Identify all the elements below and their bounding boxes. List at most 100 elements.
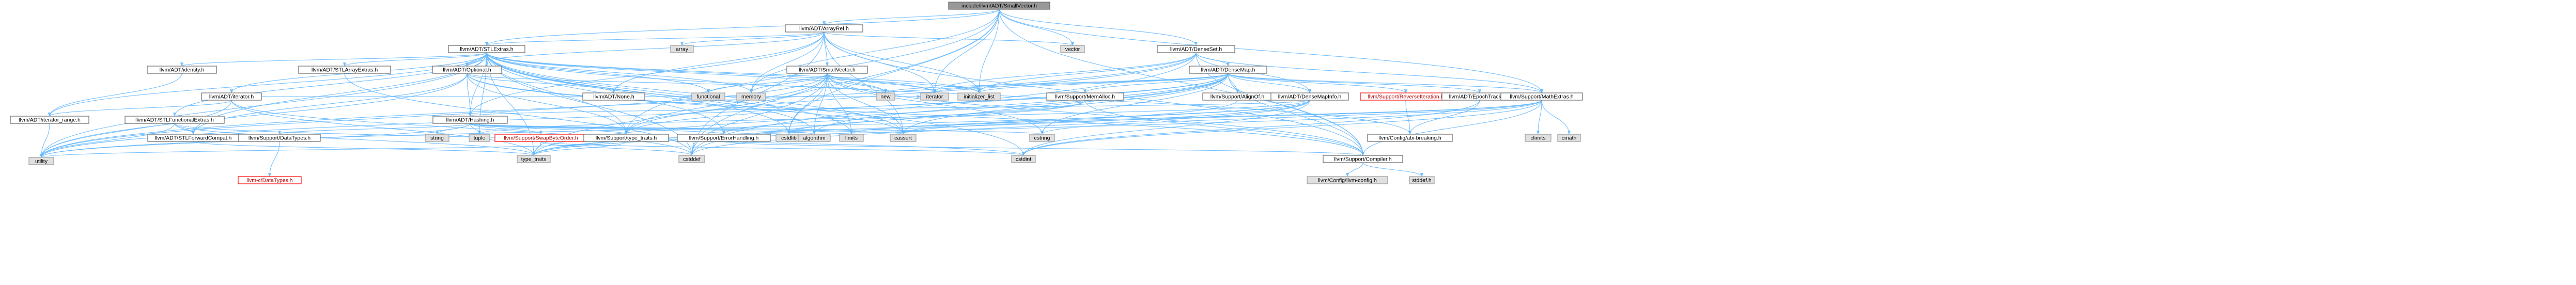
- edge-densemap-to-algorithm: [813, 73, 1229, 135]
- edge-smallvector_r-to-functional: [707, 73, 828, 93]
- edge-stlextras-to-new: [486, 52, 887, 93]
- node-box-cstdint: [1011, 155, 1036, 163]
- node-box-root: [948, 2, 1050, 10]
- node-box-errorhandling: [677, 134, 771, 142]
- node-label-stddef: stddef.h: [1412, 178, 1432, 184]
- edge-iterator-to-cstddef: [231, 100, 693, 156]
- edge-hashing-to-datatypes: [278, 123, 471, 135]
- node-label-new: new: [880, 94, 891, 100]
- node-box-cassert: [890, 134, 917, 142]
- edge-smallvector_r-to-cstdlib: [787, 73, 828, 135]
- node-box-climits: [1525, 134, 1551, 142]
- node-label-datatypes: llvm/Support/DataTypes.h: [249, 135, 311, 141]
- node-label-cstdlib: cstdlib: [781, 135, 797, 141]
- edge-arrayref-to-hashing: [468, 31, 825, 117]
- node-densemap[interactable]: llvm/ADT/DenseMap.h: [1189, 66, 1267, 74]
- node-box-cstring: [1029, 134, 1055, 142]
- node-vector: vector: [1060, 45, 1085, 53]
- edge-densemapinfo-to-utility: [40, 100, 1310, 158]
- node-limits: limits: [839, 134, 864, 142]
- node-arrayref[interactable]: llvm/ADT/ArrayRef.h: [785, 24, 863, 33]
- node-label-cstdint: cstdint: [1016, 156, 1031, 163]
- edge-arrayref-to-iterator_sys: [824, 31, 937, 93]
- node-llvmconfig: llvm/Config/llvm-config.h: [1307, 176, 1388, 184]
- node-errorhandling[interactable]: llvm/Support/ErrorHandling.h: [677, 134, 771, 142]
- node-smallvector_r[interactable]: llvm/ADT/SmallVector.h: [786, 66, 868, 74]
- node-densemapinfo[interactable]: llvm/ADT/DenseMapInfo.h: [1270, 92, 1349, 101]
- node-box-new: [876, 92, 895, 101]
- node-none[interactable]: llvm/ADT/None.h: [582, 92, 645, 101]
- edge-stlextras-to-identity: [180, 52, 487, 67]
- node-box-iterator_range: [10, 116, 89, 124]
- edge-densemap-to-densemapinfo: [1228, 73, 1312, 93]
- node-swapbyteorder[interactable]: llvm/Support/SwapByteOrder.h: [494, 134, 587, 142]
- edge-smallvector_r-to-utility: [40, 73, 828, 158]
- node-label-mathextras: llvm/Support/MathExtras.h: [1510, 94, 1573, 100]
- edge-densemap_set-to-typetraits: [625, 52, 1197, 135]
- node-layer: include/llvm/ADT/SmallVector.h llvm/ADT/A…: [10, 2, 1583, 184]
- edge-densemap-to-new: [884, 73, 1229, 93]
- node-optional[interactable]: llvm/ADT/Optional.h: [432, 66, 502, 74]
- node-box-arrayref: [785, 24, 863, 33]
- node-label-none: llvm/ADT/None.h: [593, 94, 634, 100]
- node-box-stlarrayextras: [298, 66, 391, 74]
- node-label-limits: limits: [845, 135, 858, 141]
- node-box-vector: [1060, 45, 1085, 53]
- edge-typetraits-to-type_traits: [532, 141, 627, 156]
- node-iterator_range[interactable]: llvm/ADT/iterator_range.h: [10, 116, 89, 124]
- edge-densemap_set-to-mathextras: [1196, 52, 1543, 93]
- node-compiler[interactable]: llvm/Support/Compiler.h: [1323, 155, 1403, 163]
- edge-densemapinfo-to-type_traits: [532, 100, 1310, 156]
- node-cdatatypes[interactable]: llvm-c/DataTypes.h: [238, 176, 302, 184]
- node-stlextras[interactable]: llvm/ADT/STLExtras.h: [448, 45, 525, 53]
- node-new: new: [876, 92, 895, 101]
- edge-densemap-to-epochtracker: [1228, 73, 1481, 93]
- node-label-alignof: llvm/Support/AlignOf.h: [1211, 94, 1265, 100]
- edge-mathextras-to-cmath: [1541, 100, 1571, 135]
- node-iterator[interactable]: llvm/ADT/iterator.h: [201, 92, 262, 101]
- node-label-tuple: tuple: [474, 135, 486, 141]
- node-alignof[interactable]: llvm/Support/AlignOf.h: [1202, 92, 1273, 101]
- node-identity[interactable]: llvm/ADT/identity.h: [147, 66, 217, 74]
- node-stlforwardcompat[interactable]: llvm/ADT/STLForwardCompat.h: [147, 134, 239, 142]
- edge-optional-to-cassert: [467, 73, 905, 135]
- node-box-limits: [839, 134, 864, 142]
- node-root[interactable]: include/llvm/ADT/SmallVector.h: [948, 2, 1050, 10]
- edge-stlextras-to-initializer_list: [486, 52, 981, 93]
- edge-memalloc-to-compiler: [1084, 100, 1365, 156]
- node-mathextras[interactable]: llvm/Support/MathExtras.h: [1500, 92, 1583, 101]
- node-box-typetraits: [583, 134, 669, 142]
- node-densemap_set[interactable]: llvm/ADT/DenseSet.h: [1157, 45, 1235, 53]
- edge-densemap-to-mathextras: [1228, 73, 1543, 93]
- edge-optional-to-utility: [39, 73, 468, 158]
- node-datatypes[interactable]: llvm/Support/DataTypes.h: [238, 134, 321, 142]
- node-label-hashing: llvm/ADT/Hashing.h: [446, 117, 494, 123]
- node-configabi[interactable]: llvm/Config/abi-breaking.h: [1367, 134, 1453, 142]
- node-box-string: [425, 134, 449, 142]
- edge-optional-to-compiler: [467, 73, 1364, 156]
- edge-densemapinfo-to-tuple: [478, 100, 1310, 135]
- node-label-iterator: llvm/ADT/iterator.h: [209, 94, 254, 100]
- node-stlarrayextras[interactable]: llvm/ADT/STLArrayExtras.h: [298, 66, 391, 74]
- node-epochtracker[interactable]: llvm/ADT/EpochTracker.h: [1441, 92, 1518, 101]
- node-label-densemapinfo: llvm/ADT/DenseMapInfo.h: [1278, 94, 1342, 100]
- edge-densemapinfo-to-cstddef: [690, 100, 1310, 156]
- node-label-memalloc: llvm/Support/MemAlloc.h: [1055, 94, 1115, 100]
- node-typetraits[interactable]: llvm/Support/type_traits.h: [583, 134, 669, 142]
- node-label-functional: functional: [697, 94, 720, 100]
- node-cstdint: cstdint: [1011, 155, 1036, 163]
- node-reverseiteration[interactable]: llvm/Support/ReverseIteration.h: [1360, 92, 1452, 101]
- node-hashing[interactable]: llvm/ADT/Hashing.h: [432, 116, 508, 124]
- edge-smallvector_r-to-cassert: [827, 73, 905, 135]
- node-label-epochtracker: llvm/ADT/EpochTracker.h: [1449, 94, 1511, 100]
- node-memalloc[interactable]: llvm/Support/MemAlloc.h: [1046, 92, 1124, 101]
- node-box-datatypes: [238, 134, 321, 142]
- edge-alignof-to-type_traits: [532, 100, 1238, 156]
- edge-typetraits-to-utility: [40, 141, 627, 158]
- node-box-optional: [432, 66, 502, 74]
- node-memory: memory: [736, 92, 766, 101]
- node-box-mathextras: [1500, 92, 1583, 101]
- node-label-utility: utility: [35, 159, 48, 165]
- node-label-optional: llvm/ADT/Optional.h: [443, 67, 491, 73]
- node-stlfunctionalextras[interactable]: llvm/ADT/STLFunctionalExtras.h: [125, 116, 225, 124]
